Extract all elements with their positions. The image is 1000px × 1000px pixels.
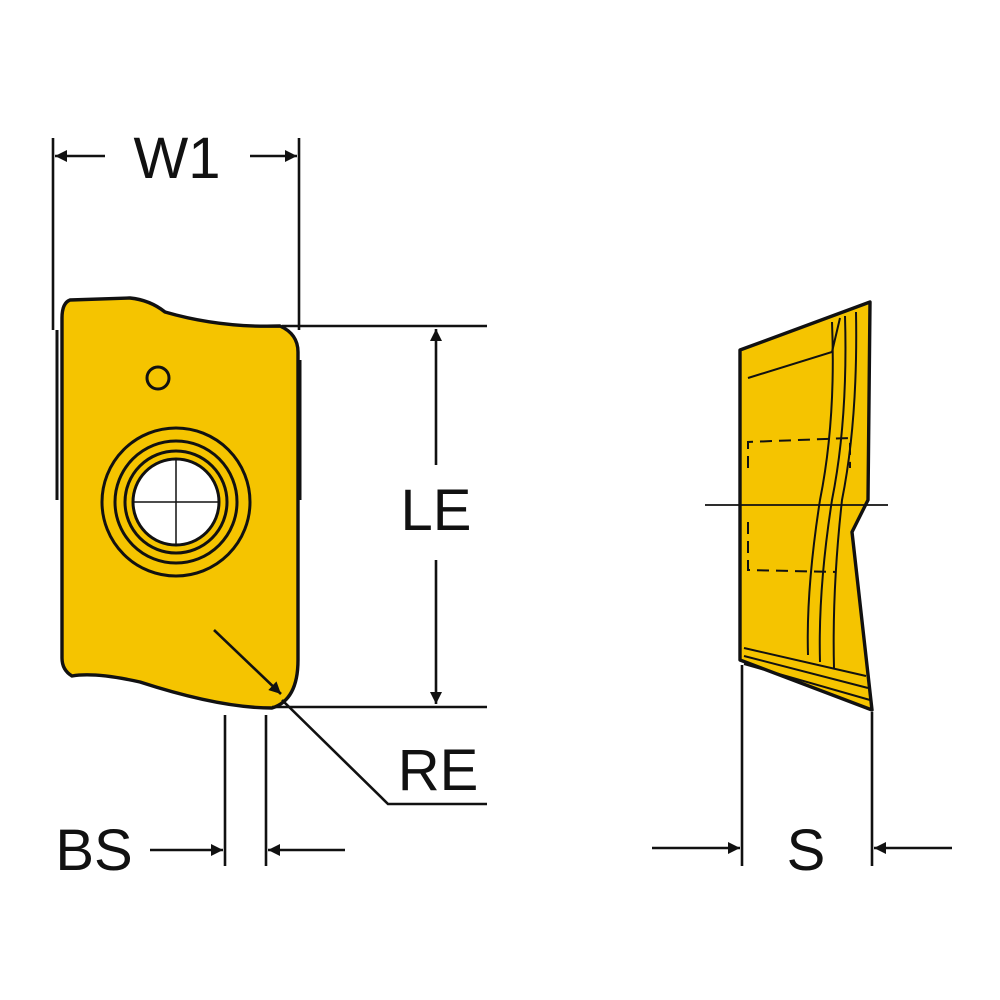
side-groove-1 xyxy=(806,321,834,656)
le-label: LE xyxy=(401,478,472,543)
le-dimension: LE xyxy=(272,324,487,709)
w1-dimension: W1 xyxy=(51,126,301,330)
side-bottom-edge-3 xyxy=(743,663,871,701)
side-groove-2 xyxy=(818,315,847,663)
bs-dimension: BS xyxy=(55,715,345,883)
w1-label: W1 xyxy=(134,126,221,191)
side-groove-3 xyxy=(832,311,858,669)
re-arrow xyxy=(213,629,282,695)
re-leader xyxy=(281,699,487,806)
small-hole xyxy=(145,365,171,391)
insert-side-body xyxy=(738,300,874,712)
side-bottom-edge-2 xyxy=(743,655,869,689)
s-dimension: S xyxy=(652,665,952,883)
re-dimension: RE xyxy=(213,629,487,806)
insert-side-view xyxy=(705,300,888,712)
side-bottom-edge-1 xyxy=(743,647,867,677)
re-label: RE xyxy=(398,738,479,803)
s-label: S xyxy=(787,818,826,883)
hidden-hole-lower xyxy=(747,522,837,573)
bs-label: BS xyxy=(55,818,132,883)
insert-front-view xyxy=(55,296,302,710)
hidden-hole-upper xyxy=(747,436,851,468)
